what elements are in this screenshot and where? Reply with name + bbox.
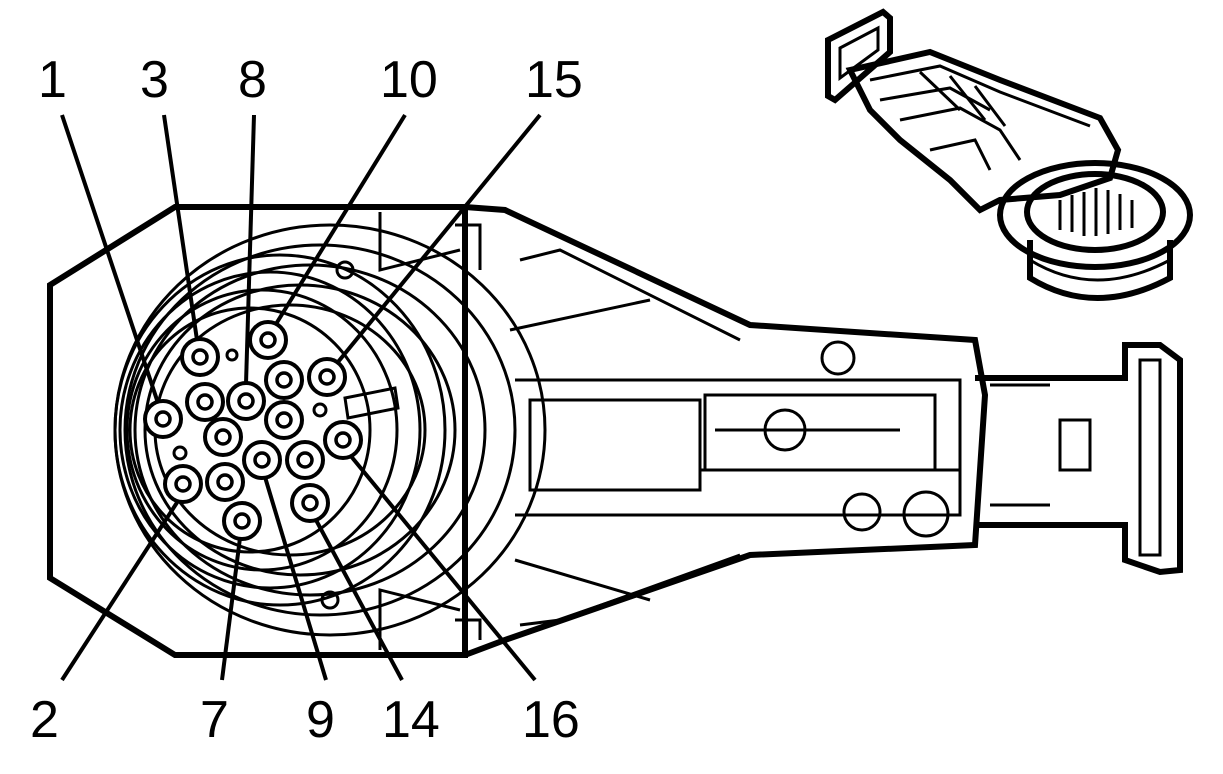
cavity-12 [264,400,304,440]
leader-1 [60,114,160,404]
callout-labels: 1 3 8 10 15 2 7 9 14 16 [30,51,583,749]
terminal-cavities [143,320,363,541]
leader-10 [274,113,407,326]
callout-label-14: 14 [382,691,440,749]
leader-7 [220,537,242,681]
leader-2 [60,499,180,682]
leader-16 [348,453,537,682]
callout-leaders [60,113,542,682]
cavity-9 [242,440,282,480]
cavity-7 [222,501,262,541]
cavity-5 [203,417,243,457]
cavity-3 [180,337,220,377]
callout-label-1: 1 [38,51,67,109]
callout-label-7: 7 [200,691,229,749]
cavity-15 [307,357,347,397]
callout-label-9: 9 [306,691,335,749]
leader-9 [263,476,328,681]
leader-3 [162,114,199,341]
cavity-11 [264,360,304,400]
callout-label-2: 2 [30,691,59,749]
leader-15 [336,113,542,364]
leader-14 [314,519,404,681]
cavity-8 [226,381,266,421]
callout-label-10: 10 [380,51,438,109]
cavity-1 [143,399,183,439]
cavity-13 [285,440,325,480]
callout-label-8: 8 [238,51,267,109]
cavity-6 [205,462,245,502]
cavity-10 [248,320,288,360]
cavity-16 [323,420,363,460]
callout-label-3: 3 [140,51,169,109]
cavity-4 [185,382,225,422]
callout-label-15: 15 [525,51,583,109]
leader-8 [244,114,256,385]
connector-inset-illustration [825,8,1193,301]
cavity-2 [163,464,203,504]
callout-label-16: 16 [522,691,580,749]
cavity-14 [290,483,330,523]
